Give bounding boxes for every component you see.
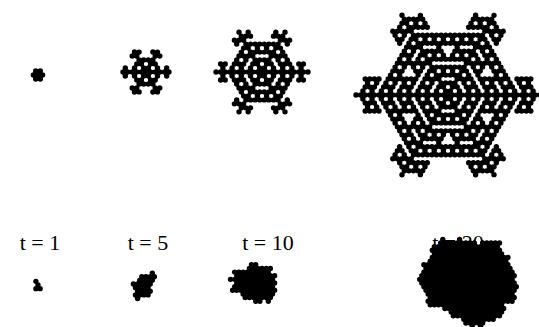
time-label: t = 5 (128, 232, 169, 254)
snowflake-figure (33, 279, 43, 292)
snowflake-figure (353, 13, 539, 178)
snowflake-figure (120, 49, 171, 94)
snowflake-figure (228, 262, 277, 304)
snowflake-figure (131, 270, 157, 301)
snowflake-figure (213, 29, 310, 114)
time-label: t = 10 (242, 232, 294, 254)
time-label: t = 1 (20, 232, 61, 254)
snowflake-figure (31, 68, 46, 81)
time-label: t = 20 (432, 232, 484, 254)
